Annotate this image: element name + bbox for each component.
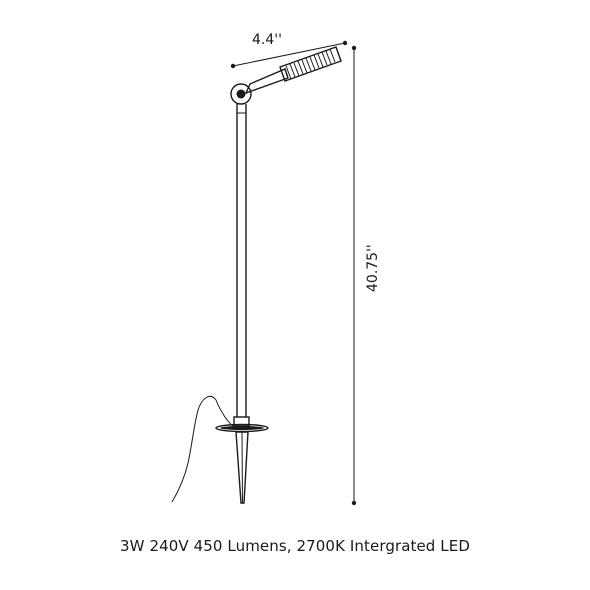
- pole: [236, 104, 247, 417]
- ground-spike: [235, 431, 249, 504]
- height-dimension-label: 40.75'': [365, 244, 381, 292]
- height-dimension: [351, 45, 357, 506]
- width-dimension: [230, 40, 348, 69]
- swivel-joint: [230, 83, 252, 105]
- ground-collar: [215, 416, 269, 433]
- power-cable: [171, 395, 237, 503]
- heat-sink-fins: [285, 48, 336, 80]
- product-specification-caption: 3W 240V 450 Lumens, 2700K Intergrated LE…: [120, 537, 470, 555]
- width-dimension-label: 4.4'': [252, 32, 282, 48]
